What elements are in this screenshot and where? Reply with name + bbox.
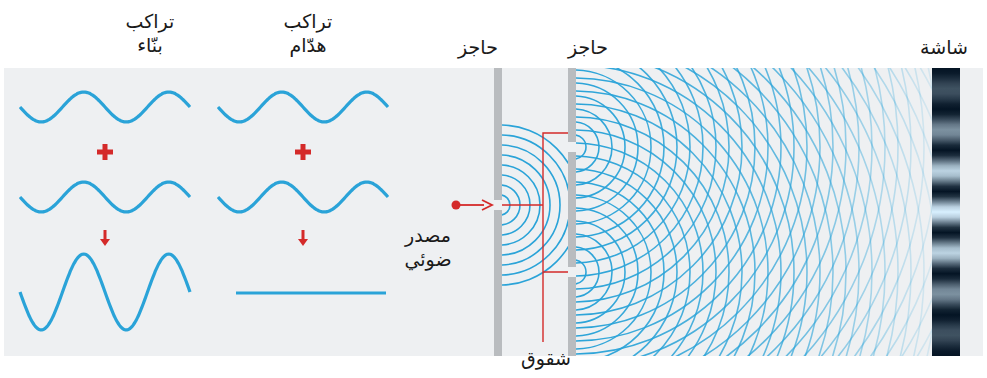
wavefronts xyxy=(576,68,932,356)
part-label: حاجز xyxy=(458,36,498,60)
wavefront xyxy=(576,68,932,356)
wavefront xyxy=(576,68,932,356)
arrow-head xyxy=(298,239,308,246)
slit-leader xyxy=(502,133,568,342)
wavefront xyxy=(576,195,651,349)
wavefront xyxy=(576,68,859,356)
part-label: شاشة xyxy=(920,36,968,60)
part-label: مصدر ضوئي xyxy=(392,224,464,272)
wavefront xyxy=(576,260,586,284)
wavefront xyxy=(576,143,703,356)
wavefront xyxy=(576,68,690,263)
wave xyxy=(20,182,190,212)
arrow-head xyxy=(100,239,110,246)
arrow-shaft xyxy=(302,230,305,240)
wavefront xyxy=(576,130,716,356)
wavefront xyxy=(576,68,932,356)
wavefront xyxy=(576,221,625,323)
wavefront xyxy=(576,68,932,356)
wavefront xyxy=(576,68,932,356)
wave xyxy=(218,182,388,212)
slits-label: شقوق xyxy=(521,347,571,371)
sum-wave xyxy=(20,254,190,330)
barrier xyxy=(494,210,502,356)
screen xyxy=(932,68,960,356)
barrier xyxy=(494,68,502,200)
wavefront xyxy=(576,68,781,356)
barrier xyxy=(568,277,576,356)
plus-bar xyxy=(103,144,108,160)
wavefront xyxy=(576,68,924,356)
down-arrow xyxy=(100,230,110,246)
plus-sign xyxy=(295,144,311,160)
wave xyxy=(20,92,190,122)
superposition-label: تراكب بنّاء xyxy=(114,10,186,58)
wavefront xyxy=(576,68,794,356)
wavefront xyxy=(576,68,911,356)
wavefront xyxy=(576,91,755,356)
wavefront xyxy=(576,68,820,356)
wavefront xyxy=(576,68,703,276)
wavefront xyxy=(576,68,794,356)
light-source-dot xyxy=(452,201,461,210)
wavefront xyxy=(576,234,612,310)
superposition-label: تراكب هدّام xyxy=(272,10,344,58)
down-arrow xyxy=(298,230,308,246)
wavefront xyxy=(576,156,690,356)
wave xyxy=(218,92,388,122)
wavefront xyxy=(576,68,924,356)
wavefront xyxy=(576,117,729,356)
wavefront xyxy=(576,68,807,356)
wavefront xyxy=(576,78,768,356)
source-arrowhead xyxy=(482,200,492,210)
wavefront xyxy=(576,208,638,336)
wavefront xyxy=(576,68,820,356)
plus-sign xyxy=(97,144,113,160)
wavefront xyxy=(576,68,846,356)
wavefront xyxy=(576,68,716,289)
wavefront xyxy=(576,68,872,356)
barrier xyxy=(568,68,576,142)
part-label: حاجز xyxy=(568,36,608,60)
arrow-shaft xyxy=(104,230,107,240)
plus-bar xyxy=(301,144,306,160)
wavefront xyxy=(576,68,898,356)
wavefront xyxy=(576,247,599,297)
flat-wave xyxy=(236,291,386,294)
wavefront xyxy=(576,68,885,356)
barrier xyxy=(568,152,576,267)
wavefront xyxy=(576,68,932,356)
wavefront xyxy=(576,68,898,356)
wavefront xyxy=(576,68,833,356)
source-arrow xyxy=(460,204,484,206)
wavefront xyxy=(576,182,664,356)
background-panel xyxy=(4,68,983,356)
